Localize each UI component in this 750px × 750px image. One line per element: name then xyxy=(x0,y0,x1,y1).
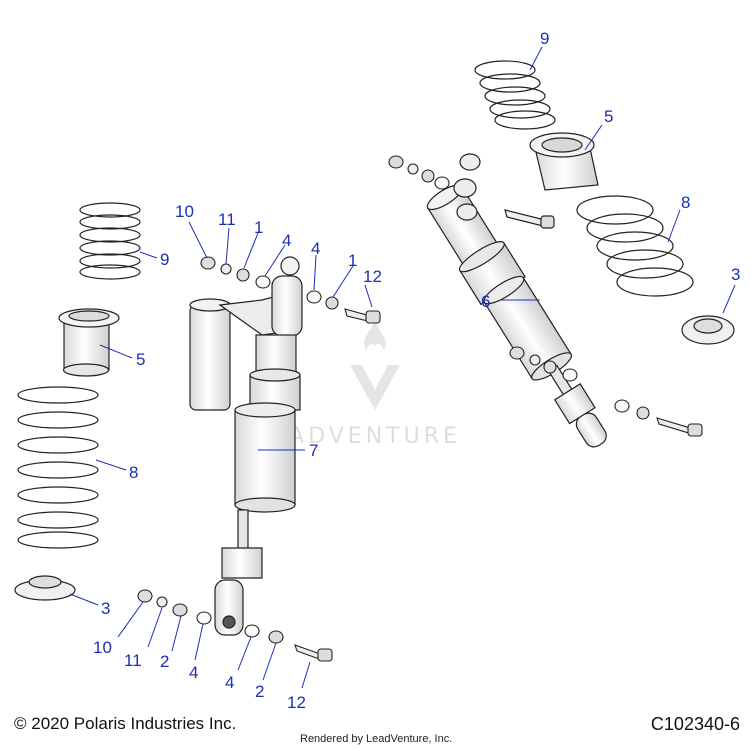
callout-right-9: 9 xyxy=(540,29,549,48)
rendered-by-credit: Rendered by LeadVenture, Inc. xyxy=(300,733,453,745)
hardware-top-right xyxy=(388,155,450,190)
callout-left-bot-11: 11 xyxy=(124,651,142,670)
spring-seat-5-left xyxy=(58,308,120,377)
spring-9-left xyxy=(79,202,141,280)
callout-left-top-12: 12 xyxy=(363,267,382,286)
hardware-top-left xyxy=(200,256,381,324)
callout-right-5: 5 xyxy=(604,107,613,126)
callout-left-top-4a: 4 xyxy=(282,231,291,250)
callout-right-3: 3 xyxy=(731,265,740,284)
shock-absorber-7 xyxy=(189,256,303,636)
callout-left-bot-2a: 2 xyxy=(160,652,169,671)
spring-8-left xyxy=(17,386,99,549)
callout-left-bot-2b: 2 xyxy=(255,682,264,701)
callout-left-top-10: 10 xyxy=(175,202,194,221)
copyright-notice: © 2020 Polaris Industries Inc. xyxy=(14,714,237,733)
callout-left-8: 8 xyxy=(129,463,138,482)
hardware-bottom-left xyxy=(137,589,333,662)
callout-left-7: 7 xyxy=(309,441,318,460)
spring-seat-5-right xyxy=(529,132,599,191)
callout-left-bot-4b: 4 xyxy=(225,673,234,692)
callout-left-5: 5 xyxy=(136,350,145,369)
callout-numbers: 9 5 8 3 10 11 1 4 4 1 12 7 10 11 2 4 4 2… xyxy=(93,29,740,712)
callout-right-6: 6 xyxy=(481,292,490,311)
callout-left-9: 9 xyxy=(160,250,169,269)
callout-right-8: 8 xyxy=(681,193,690,212)
callout-left-3: 3 xyxy=(101,599,110,618)
spring-9-right xyxy=(474,60,556,130)
spring-retainer-3-left xyxy=(14,575,76,601)
callout-left-top-1a: 1 xyxy=(254,218,263,237)
drawing-number: C102340-6 xyxy=(650,714,740,734)
callout-left-bot-10: 10 xyxy=(93,638,112,657)
spring-8-right xyxy=(576,195,694,297)
callout-left-bot-12: 12 xyxy=(287,693,306,712)
callout-left-top-4b: 4 xyxy=(311,239,320,258)
hardware-bottom-right xyxy=(509,346,703,437)
spring-retainer-3-right xyxy=(681,315,735,345)
shock-absorber-6 xyxy=(426,153,607,448)
callout-left-bot-4a: 4 xyxy=(189,663,198,682)
leadventure-logo-icon xyxy=(350,320,400,410)
callout-left-top-11: 11 xyxy=(218,210,236,229)
callout-left-top-1b: 1 xyxy=(348,251,357,270)
leader-lines xyxy=(69,46,736,689)
